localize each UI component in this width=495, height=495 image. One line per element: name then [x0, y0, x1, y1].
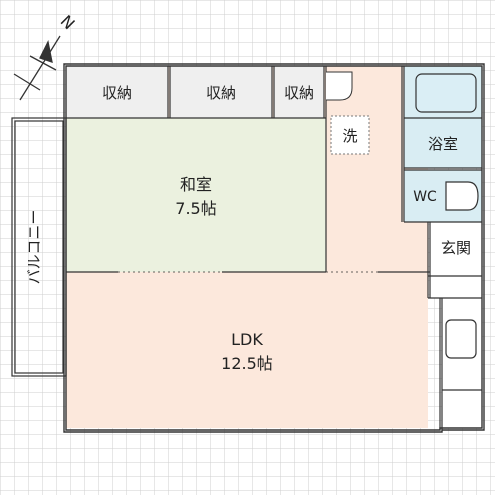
washroom-label: 洗 [342, 127, 357, 145]
door-swing [326, 71, 353, 101]
storage-3-area [274, 66, 324, 118]
storage-1-area [66, 66, 168, 118]
shoe-cabinet-icon [445, 319, 477, 359]
balcony-label: バルコニー [25, 210, 43, 285]
wet-area-walls [401, 66, 482, 430]
ldk-name-label: LDK [231, 330, 263, 349]
entrance-area [430, 222, 482, 298]
storage-3-label: 収納 [284, 84, 314, 102]
hall-area [442, 298, 482, 428]
toilet-label: WC [413, 189, 437, 205]
bathroom-label: 浴室 [428, 135, 458, 153]
storage-2-area [170, 66, 272, 118]
washitsu-area [66, 118, 326, 272]
washitsu-name-label: 和室 [180, 175, 212, 194]
entrance-label: 玄関 [441, 239, 471, 257]
compass-icon [13, 35, 61, 101]
bathtub-icon [415, 73, 477, 113]
washroom-box [330, 115, 370, 155]
washitsu-walls [66, 160, 430, 273]
toilet-icon [445, 181, 479, 211]
storage-walls [66, 66, 327, 160]
ldk-size-label: 12.5帖 [221, 354, 273, 373]
washitsu-size-label: 7.5帖 [175, 199, 216, 218]
storage-2-label: 収納 [206, 84, 236, 102]
storage-1-label: 収納 [102, 84, 132, 102]
